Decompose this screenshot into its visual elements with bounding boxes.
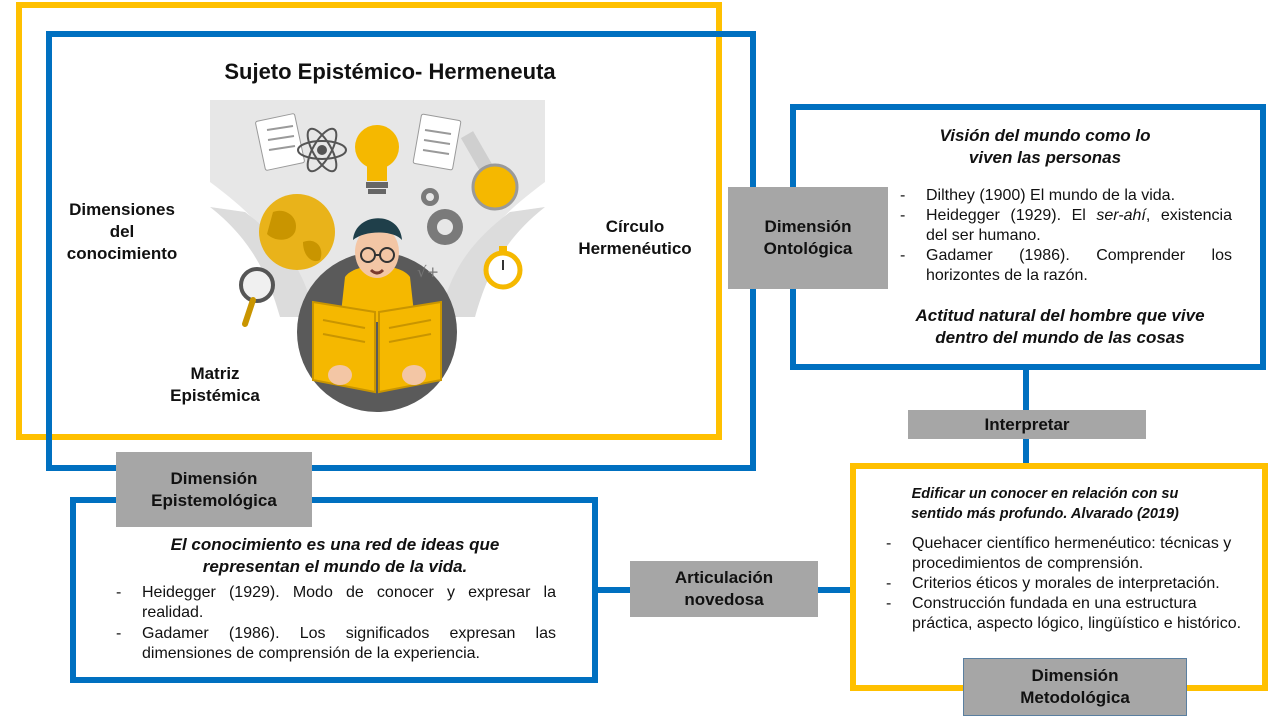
list-item: Construcción fundada en una estructura p… [884,594,1248,634]
open-book-icon [312,300,442,394]
list-item: Dilthey (1900) El mundo de la vida. [898,186,1232,206]
list-item: Heidegger (1929). Modo de conocer y expr… [114,583,556,623]
ontologica-heading: Visión del mundo como lo viven las perso… [939,126,1151,167]
page-title: Sujeto Epistémico- Hermeneuta [224,59,556,84]
list-item: Gadamer (1986). Los significados expresa… [114,624,556,664]
magnifier-icon [239,267,275,327]
list-item: Criterios éticos y morales de interpreta… [884,574,1248,594]
document-icon [255,113,305,171]
label-circulo-hermeneutico: Círculo Hermenéutico [578,217,692,258]
left-arm-swoosh [210,207,315,317]
label-dimensiones-conocimiento: Dimensiones del conocimiento [66,200,178,263]
flask-icon [460,131,519,211]
gears-icon [421,188,463,245]
label-matriz-epistemica: Matriz Epistémica [170,364,260,405]
metodologica-list: Quehacer científico hermenéutico: técnic… [884,534,1248,634]
stopwatch-icon [483,246,523,290]
metodologica-heading: Edificar un conocer en relación con su s… [911,486,1179,522]
epistemologica-heading: El conocimiento es una red de ideas que … [170,535,500,576]
list-item: Heidegger (1929). El ser-ahí, existencia… [898,206,1232,246]
list-item: Quehacer científico hermenéutico: técnic… [884,534,1248,574]
globe-icon [259,194,335,270]
atom-icon [297,127,347,173]
reader-person-icon [340,218,415,322]
document-icon [412,113,462,171]
ontologica-footer: Actitud natural del hombre que vive dent… [915,306,1205,347]
illustration-yellow-frame [16,2,722,440]
epistemologica-list: Heidegger (1929). Modo de conocer y expr… [114,583,556,664]
illustration: √+ [210,100,545,412]
interpretar-box: Interpretar [908,410,1146,439]
epistemologica-frame [70,497,598,683]
lightbulb-icon [355,125,399,194]
ontologica-list: Dilthey (1900) El mundo de la vida. Heid… [898,186,1232,286]
list-item: Gadamer (1986). Comprender los horizonte… [898,246,1232,286]
math-icon: √+ [417,263,439,281]
